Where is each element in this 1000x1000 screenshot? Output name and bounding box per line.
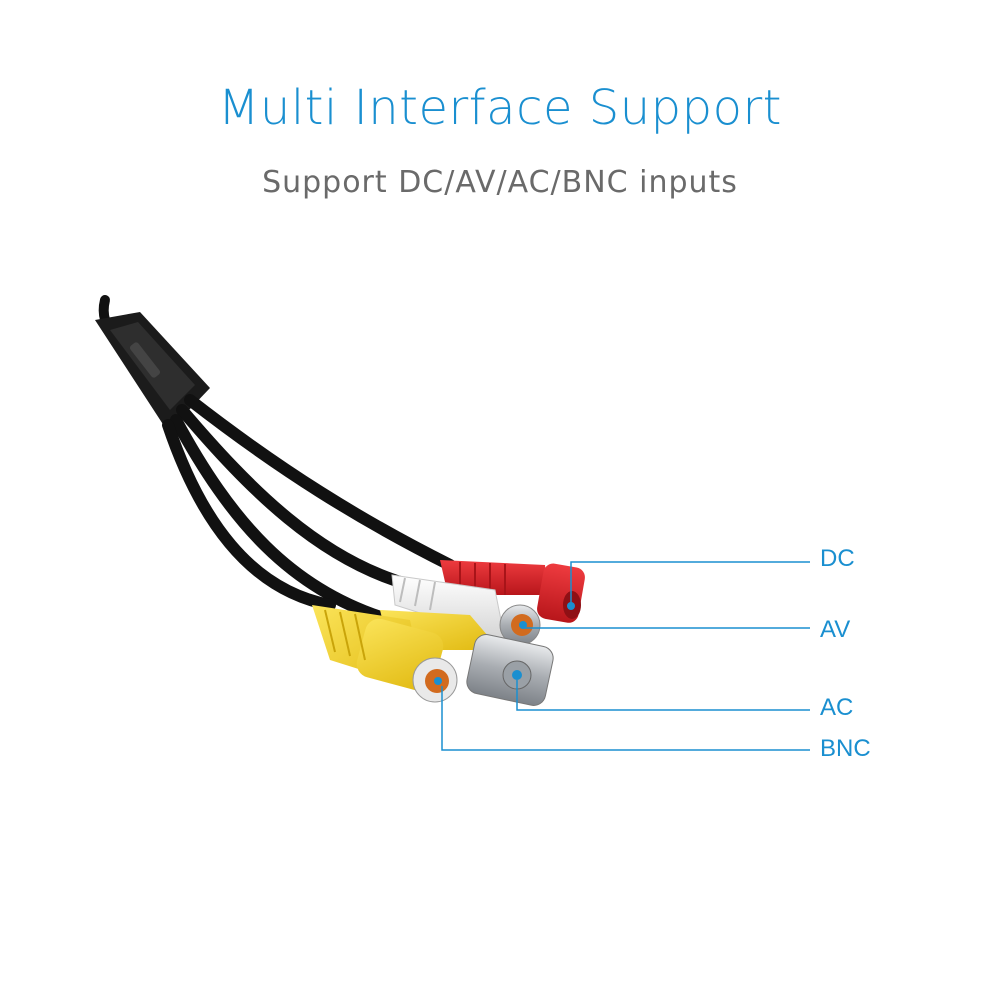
splitter-body [95,312,210,432]
ac-yellow-plug [312,605,458,703]
cable-yellow [162,419,336,611]
callout-label-av: AV [820,616,851,643]
callout-label-bnc: BNC [820,735,871,762]
cable-bnc [170,414,396,626]
callout-lines [441,561,810,751]
dc-red-plug [440,560,585,623]
callout-line-bnc [441,686,810,751]
cable-av [176,404,416,591]
cable-dc [184,394,456,571]
page-title: Multi Interface Support [218,80,782,136]
callout-line-ac [516,680,810,711]
callout-label-ac: AC [820,694,854,721]
callout-label-dc: DC [820,545,855,572]
callout-line-dc [570,561,810,606]
page-subtitle: Support DC/AV/AC/BNC inputs [262,165,738,200]
